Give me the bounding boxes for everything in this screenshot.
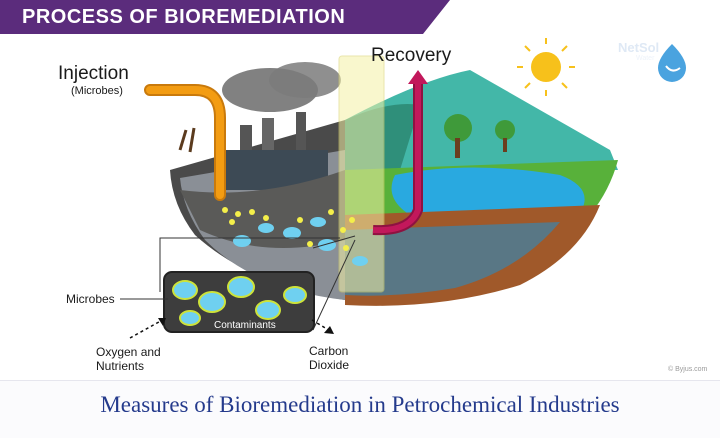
contaminants-label: Contaminants: [214, 320, 276, 331]
recovery-label: Recovery: [371, 45, 452, 66]
carbon-dioxide-label: Carbon Dioxide: [309, 344, 349, 372]
tree: [444, 114, 472, 142]
clean-land: [345, 70, 618, 306]
image-credit: © Byjus.com: [668, 366, 708, 373]
dead-tree: [178, 127, 196, 153]
oxygen-nutrients-label: Oxygen and Nutrients: [96, 345, 161, 373]
injection-sub-label: (Microbes): [71, 85, 123, 97]
logo-name: NetSol: [618, 40, 660, 55]
inset-contaminants: [172, 276, 307, 326]
caption: Measures of Bioremediation in Petrochemi…: [100, 392, 620, 417]
recovery-arrowhead: [408, 70, 428, 84]
smokestack-3: [296, 112, 306, 180]
injection-label: Injection: [58, 63, 129, 84]
title-banner: [0, 0, 450, 34]
polluted-land: [170, 62, 345, 300]
page-title: PROCESS OF BIOREMEDIATION: [22, 6, 346, 28]
zoom-callout: [159, 235, 356, 331]
microbes-label: Microbes: [66, 292, 115, 306]
treatment-zone: [338, 55, 385, 293]
microbe-dots: [222, 207, 355, 251]
carbon-line-2: Dioxide: [309, 358, 350, 372]
oxygen-arrow: [129, 317, 167, 339]
oxygen-line-2: Nutrients: [96, 359, 145, 373]
netsol-logo-icon: [658, 44, 686, 82]
logo-sub: Water: [636, 55, 655, 62]
caption-bar: [0, 380, 720, 438]
groundwater: [345, 222, 560, 296]
oxygen-line-1: Oxygen and: [96, 345, 161, 359]
carbon-line-1: Carbon: [309, 344, 349, 358]
sun-icon: [517, 38, 575, 96]
